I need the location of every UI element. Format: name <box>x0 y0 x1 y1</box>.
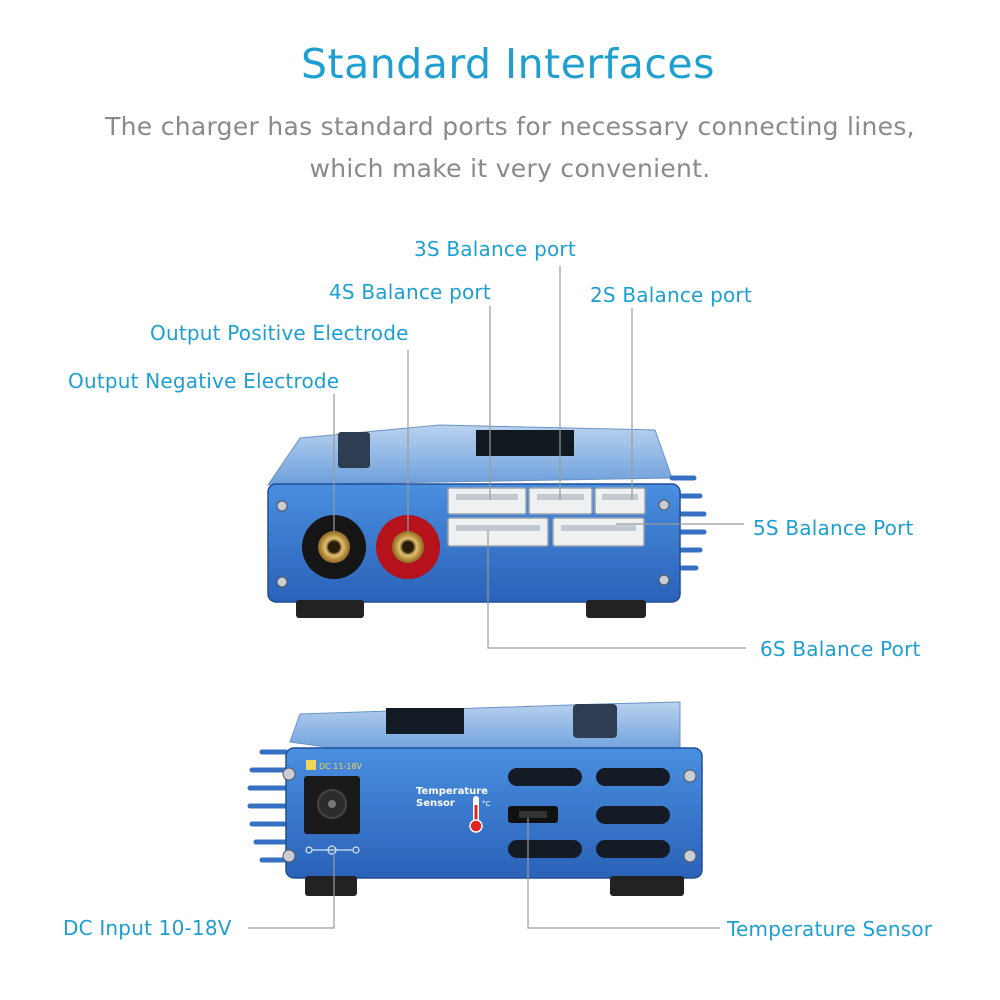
callout-output-negative: Output Negative Electrode <box>68 369 340 393</box>
callout-2s-balance-port: 2S Balance port <box>590 283 752 307</box>
dc-input-jack[interactable] <box>304 776 360 834</box>
output-negative-terminal[interactable] <box>302 515 366 579</box>
lcd-screen <box>476 430 574 456</box>
balance-port-6s[interactable] <box>447 517 549 547</box>
page-subtitle: The charger has standard ports for neces… <box>40 106 980 190</box>
front-leader-lines <box>333 266 746 649</box>
callout-3s-balance-port: 3S Balance port <box>414 237 576 261</box>
foot-left <box>296 600 364 618</box>
top-buttons <box>338 432 370 468</box>
subtitle-line-2: which make it very convenient. <box>309 154 711 183</box>
output-positive-terminal[interactable] <box>376 515 440 579</box>
dc-rating-label: DC 11-18V <box>319 762 363 771</box>
back-heatsink-fins <box>247 749 289 863</box>
callout-4s-balance-port: 4S Balance port <box>329 280 491 304</box>
back-view-charger: DC 11-18V Temperature Sensor °C <box>247 701 703 896</box>
back-top-vent <box>386 708 464 734</box>
back-screws <box>282 767 697 863</box>
front-screws <box>276 499 670 588</box>
thermometer-icon <box>469 796 483 833</box>
back-top-buttons <box>573 704 617 738</box>
back-vents <box>508 768 670 858</box>
balance-port-5s[interactable] <box>552 517 645 547</box>
callout-dc-input: DC Input 10-18V <box>63 916 232 940</box>
celsius-label: °C <box>482 800 491 808</box>
callout-6s-balance-port: 6S Balance Port <box>760 637 921 661</box>
temperature-sensor-port[interactable] <box>508 806 558 823</box>
back-foot-left <box>305 876 357 896</box>
back-leader-lines <box>248 818 720 929</box>
callout-temperature-sensor: Temperature Sensor <box>727 917 933 941</box>
balance-port-2s[interactable] <box>594 487 646 515</box>
callout-5s-balance-port: 5S Balance Port <box>753 516 914 540</box>
back-foot-right <box>610 876 684 896</box>
temp-label-line1: Temperature <box>416 786 488 797</box>
balance-port-4s[interactable] <box>447 487 527 515</box>
callout-output-positive: Output Positive Electrode <box>150 321 409 345</box>
dc-polarity-symbol <box>305 845 360 855</box>
dc-label-icon <box>306 760 316 770</box>
page-title: Standard Interfaces <box>301 40 715 88</box>
temp-label-line2: Sensor <box>416 798 455 809</box>
front-view-charger <box>267 424 707 618</box>
subtitle-line-1: The charger has standard ports for neces… <box>105 112 915 141</box>
foot-right <box>586 600 646 618</box>
